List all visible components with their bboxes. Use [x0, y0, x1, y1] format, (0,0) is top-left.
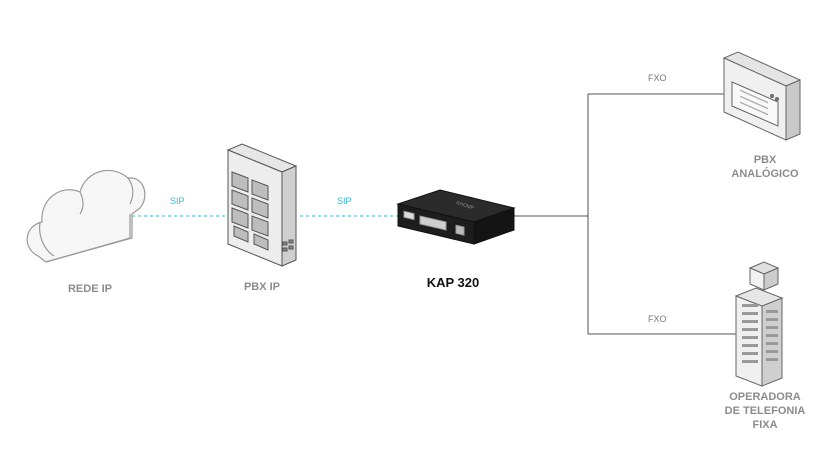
fxo-label-analog: FXO — [648, 73, 667, 83]
pbx-analog-label-line1: PBX — [753, 154, 777, 166]
cloud-icon — [26, 169, 146, 263]
pbx-panel-icon — [722, 51, 802, 141]
cloud-label: REDE IP — [67, 283, 112, 295]
operator-label: OPERADORA DE TELEFONIA FIXA — [705, 390, 825, 432]
sip-label-pbx-kap: SIP — [337, 196, 352, 206]
pbx-ip-label: PBX IP — [243, 281, 281, 293]
server-rack-icon — [226, 143, 298, 267]
fxo-label-operator: FXO — [648, 314, 667, 324]
pbx-analog-label: PBX ANALÓGICO — [710, 153, 820, 181]
router-device-icon: KHOMP — [396, 189, 516, 245]
kap-label: KAP 320 — [426, 275, 480, 290]
operator-label-line2: DE TELEFONIA — [724, 405, 806, 417]
sip-label-cloud-pbx: SIP — [170, 196, 185, 206]
pbx-analog-label-line2: ANALÓGICO — [731, 168, 799, 180]
svg-text:KHOMP: KHOMP — [455, 200, 475, 212]
fxo-link-tree — [512, 93, 736, 335]
building-icon — [734, 261, 784, 387]
operator-label-line1: OPERADORA — [729, 391, 801, 403]
operator-label-line3: FIXA — [752, 419, 778, 431]
